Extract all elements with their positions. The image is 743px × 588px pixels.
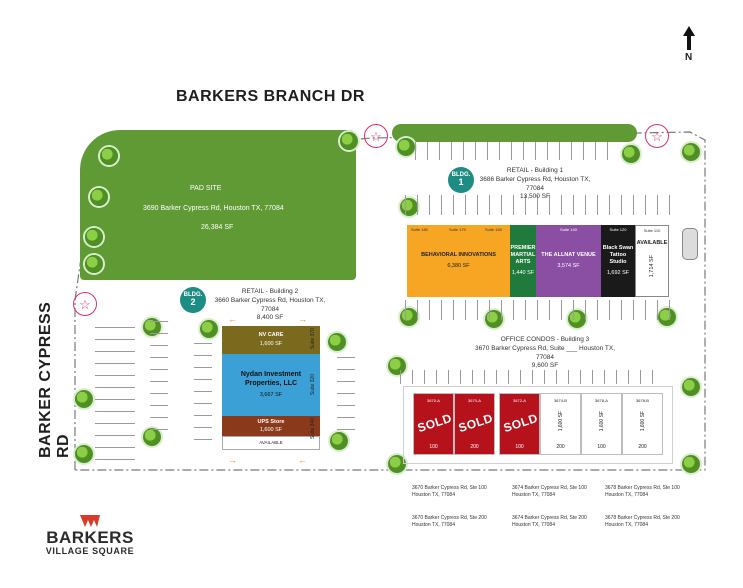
condo-unit: 3674-B 1,600 SF 200 (540, 393, 581, 455)
tree-icon (200, 320, 218, 338)
tree-icon (328, 333, 346, 351)
tree-icon (100, 147, 118, 165)
tree-icon (90, 188, 108, 206)
bldg-2-info: RETAIL - Building 2 3660 Barker Cypress … (214, 288, 326, 322)
parking-row (400, 370, 660, 384)
suite-available-110: Suite 110 AVAILABLE 1,714 SF (635, 225, 669, 297)
entry-arrow-icon: ← (228, 314, 237, 324)
pylon-sign-icon: ☆ (645, 124, 669, 148)
bldg-3-outline (403, 386, 673, 464)
suite-available-b2: AVAILABLE (222, 436, 320, 450)
tree-icon (388, 455, 406, 473)
bldg-1-info: RETAIL - Building 1 3686 Barker Cypress … (479, 167, 591, 201)
tree-icon (143, 428, 161, 446)
suite-premier-martial-arts: PREMIER MARTIAL ARTS 1,440 SF (510, 225, 536, 297)
tree-icon (85, 228, 103, 246)
north-label: N (685, 52, 693, 63)
logo-line-1: BARKERS (46, 528, 134, 547)
pylon-sign-icon: ☆ (73, 292, 97, 316)
parking-row (194, 335, 212, 440)
tree-icon (397, 138, 415, 156)
bldg-3: 3670-A SOLD 100 3670-A SOLD 200 3672-A S… (413, 393, 663, 455)
tree-icon (682, 143, 700, 161)
parking-row (150, 320, 168, 430)
suite-nydan-investment: Nydan Investment Properties, LLC 3,667 S… (222, 354, 320, 416)
logo-mark-icon (80, 515, 100, 527)
parking-row (337, 355, 355, 430)
parking-row (405, 300, 670, 320)
car-icon (682, 228, 698, 260)
tree-icon (682, 378, 700, 396)
suite-num-340: Suite 340 (310, 418, 316, 440)
tree-icon (85, 255, 103, 273)
suite-num-370: Suite 370 (310, 328, 316, 350)
parking-row (415, 142, 615, 160)
suite-num-320: Suite 320 (310, 374, 316, 396)
tree-icon (75, 445, 93, 463)
tree-icon (75, 390, 93, 408)
road-label-barkers-branch: BARKERS BRANCH DR (176, 88, 365, 105)
parking-row (95, 320, 135, 460)
suite-black-swan: Suite 120 Black Swan Tattoo Studio 1,692… (601, 225, 635, 297)
condo-unit: 3678-A 1,600 SF 100 (581, 393, 622, 455)
condo-unit: 3670-A SOLD 200 (454, 393, 495, 455)
bldg-1: Suite 180 Suite 170 Suite 160 BEHAVIORAL… (407, 225, 669, 297)
bldg-3-info: OFFICE CONDOS - Building 3 3670 Barker C… (474, 336, 616, 370)
pad-site-area (80, 130, 356, 280)
suite-allnat-venue: Suite 140 THE ALLNAT VENUE 3,574 SF (536, 225, 601, 297)
tree-icon (340, 132, 358, 150)
suite-nv-care: NV CARE 1,600 SF (222, 326, 320, 354)
suite-ups-store: UPS Store 1,600 SF (222, 416, 320, 436)
tree-icon (622, 145, 640, 163)
suite-behavioral-innovations: Suite 180 Suite 170 Suite 160 BEHAVIORAL… (407, 225, 510, 297)
entry-arrow-icon: → (298, 314, 307, 324)
pad-site-address: 3690 Barker Cypress Rd, Houston TX, 7708… (143, 205, 284, 212)
north-arrow-icon (683, 26, 695, 55)
condo-unit: 3670-A SOLD 100 (413, 393, 454, 455)
pad-site-area-label: 26,384 SF (201, 224, 234, 231)
parking-row (405, 195, 670, 215)
pylon-sign-icon: ☆ (364, 124, 388, 148)
bldg-2: NV CARE 1,600 SF Nydan Investment Proper… (222, 326, 320, 450)
condo-unit: 3672-A SOLD 100 (499, 393, 540, 455)
entry-arrow-icon: → (228, 455, 237, 465)
entry-arrow-icon: ← (298, 455, 307, 465)
tree-icon (330, 432, 348, 450)
bldg-1-badge: BLDG.1 (448, 167, 474, 193)
tree-icon (682, 455, 700, 473)
bldg-2-badge: BLDG.2 (180, 287, 206, 313)
pad-site-title: PAD SITE (190, 185, 222, 192)
condo-unit: 3678-B 1,600 SF 200 (622, 393, 663, 455)
grass-strip-top (392, 124, 637, 142)
logo: BARKERS VILLAGE SQUARE (45, 515, 135, 556)
logo-line-2: VILLAGE SQUARE (45, 546, 135, 556)
